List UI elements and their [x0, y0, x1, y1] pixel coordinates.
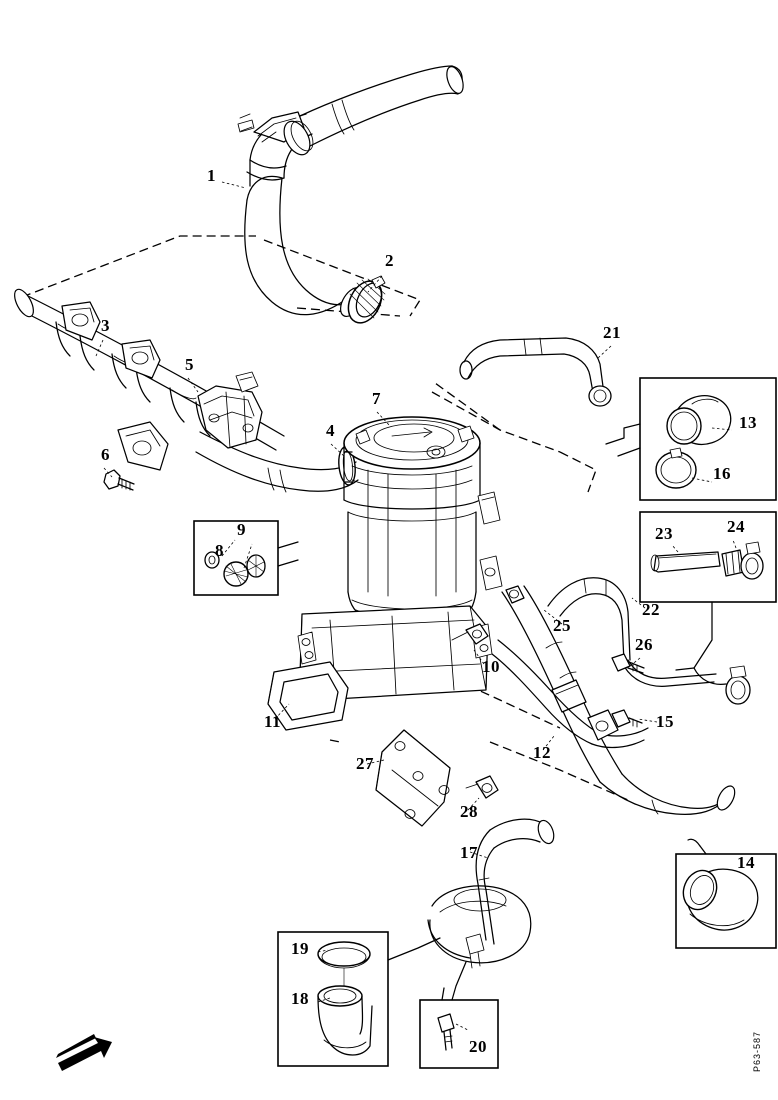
callout-26: 26 — [635, 635, 653, 654]
callout-2: 2 — [385, 251, 394, 270]
callout-27: 27 — [356, 754, 374, 773]
detail-box-mid-right — [639, 511, 777, 705]
detail-box-left-small — [193, 520, 299, 596]
callout-7: 7 — [372, 389, 381, 408]
callout-1: 1 — [207, 166, 216, 185]
part-hose-clamp — [347, 275, 386, 324]
callout-5: 5 — [185, 355, 194, 374]
callout-14: 14 — [737, 853, 755, 872]
callout-6: 6 — [101, 445, 110, 464]
callout-22: 22 — [642, 600, 660, 619]
callout-24: 24 — [727, 517, 745, 536]
part-clamp-screw — [505, 585, 525, 604]
callout-23: 23 — [655, 524, 673, 543]
part-mounting-gasket — [267, 661, 349, 731]
detail-box-bottom-right — [675, 838, 777, 949]
part-air-filter-canister — [297, 416, 503, 701]
part-hex-bolt — [103, 469, 135, 491]
callout-9: 9 — [237, 520, 246, 539]
detail-box-bottom-center — [419, 961, 499, 1069]
callout-10: 10 — [482, 657, 500, 676]
callout-28: 28 — [460, 802, 478, 821]
callout-11: 11 — [264, 712, 281, 731]
part-clamp-bolt — [451, 623, 489, 645]
callout-25: 25 — [553, 616, 571, 635]
callout-13: 13 — [739, 413, 757, 432]
part-lower-branch-hoses — [491, 639, 649, 749]
callout-15: 15 — [656, 712, 674, 731]
sheet-code: P63-587 — [752, 1031, 762, 1072]
callout-numbers: 1 2 3 4 5 6 7 8 9 10 11 12 13 14 15 16 1… — [101, 166, 757, 1056]
part-banjo-bolt — [611, 709, 643, 728]
callout-12: 12 — [533, 743, 551, 762]
detail-box-top-right — [605, 377, 777, 501]
callout-17: 17 — [460, 843, 478, 862]
part-lower-intake-pipe — [501, 585, 736, 816]
callout-19: 19 — [291, 939, 309, 958]
callout-20: 20 — [469, 1037, 487, 1056]
direction-of-travel-arrow — [56, 1034, 112, 1071]
part-support-bracket — [197, 371, 263, 449]
part-breather-hose — [459, 337, 612, 407]
part-intake-manifold — [14, 288, 359, 493]
callout-leaders — [95, 181, 658, 859]
callout-21: 21 — [603, 323, 621, 342]
callout-18: 18 — [291, 989, 309, 1008]
part-elbow-pipe — [427, 818, 555, 969]
callout-4: 4 — [326, 421, 335, 440]
part-flange-bolt — [465, 775, 499, 799]
part-mounting-plate — [375, 729, 451, 827]
detail-box-bottom-left — [277, 931, 441, 1067]
part-union-bolt — [611, 653, 645, 674]
callout-16: 16 — [713, 464, 731, 483]
callout-3: 3 — [101, 316, 110, 335]
callout-8: 8 — [215, 541, 224, 560]
